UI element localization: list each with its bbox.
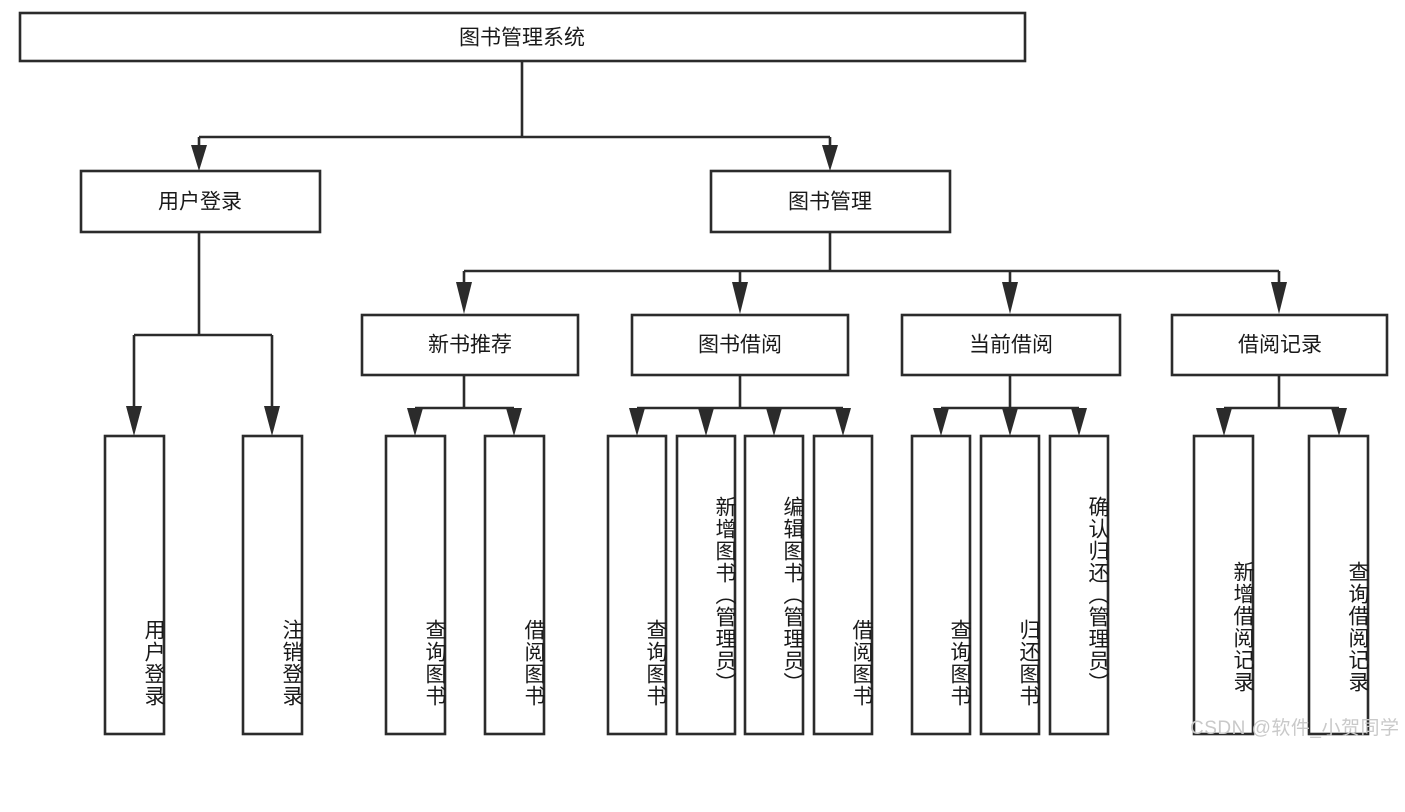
arrow-bm-to-records (1271, 282, 1287, 314)
node-login-box[interactable] (79, 169, 322, 234)
arrow-login-to-leaf2 (264, 406, 280, 436)
node-borrow-label: 图书借阅 (698, 334, 782, 357)
node-leaf-8-box[interactable] (812, 434, 874, 736)
watermark-text: CSDN @软件_小贺同学 (1190, 718, 1400, 739)
arrow-newbook-to-leaf4 (506, 408, 522, 436)
node-login-label: 用户登录 (158, 191, 242, 214)
node-leaf-11-box[interactable] (1048, 434, 1110, 736)
node-root-label: 图书管理系统 (459, 27, 585, 50)
arrow-login-to-leaf1 (126, 406, 142, 436)
node-bookmgmt-label: 图书管理 (788, 191, 872, 214)
node-newbook-box[interactable] (360, 313, 580, 377)
connector-group-bookmgmt (456, 232, 1287, 314)
arrow-bm-to-current (1002, 282, 1018, 314)
arrow-bm-to-borrow (732, 282, 748, 314)
node-leaf-2-box[interactable] (241, 434, 304, 736)
arrow-borrow-to-leaf6 (698, 408, 714, 436)
connector-group-borrow-leaves (629, 375, 851, 436)
node-borrow-box[interactable] (630, 313, 850, 377)
connector-group-records-leaves (1216, 375, 1347, 436)
node-leaf-1-box[interactable] (103, 434, 166, 736)
arrow-current-to-leaf9 (933, 408, 949, 436)
node-bookmgmt-box[interactable] (709, 169, 952, 234)
arrow-current-to-leaf10 (1002, 408, 1018, 436)
node-records-box[interactable] (1170, 313, 1389, 377)
node-newbook-label: 新书推荐 (428, 334, 512, 357)
node-leaf-7-box[interactable] (743, 434, 805, 736)
arrow-borrow-to-leaf5 (629, 408, 645, 436)
node-leaf-4-box[interactable] (483, 434, 546, 736)
connector-group-login-leaves (126, 232, 280, 436)
node-leaf-5-box[interactable] (606, 434, 668, 736)
node-leaf-12-box[interactable] (1192, 434, 1255, 736)
arrow-borrow-to-leaf8 (835, 408, 851, 436)
arrow-root-to-login (191, 145, 207, 171)
node-leaf-10-box[interactable] (979, 434, 1041, 736)
arrow-borrow-to-leaf7 (766, 408, 782, 436)
node-leaf-6-box[interactable] (675, 434, 737, 736)
node-current-box[interactable] (900, 313, 1122, 377)
node-root-box[interactable] (18, 11, 1027, 63)
arrow-records-to-leaf12 (1216, 408, 1232, 436)
diagram-svg: 图书管理系统 用户登录 图书管理 新书推荐 图书借阅 当前借阅 借阅记录 (18, 11, 1389, 736)
connector-group-root (191, 61, 838, 171)
arrow-newbook-to-leaf3 (407, 408, 423, 436)
diagram-canvas: 图书管理系统 用户登录 图书管理 新书推荐 图书借阅 当前借阅 借阅记录 用户登… (18, 11, 1400, 739)
node-current-label: 当前借阅 (969, 334, 1053, 357)
arrow-bm-to-newbook (456, 282, 472, 314)
arrow-current-to-leaf11 (1071, 408, 1087, 436)
connector-group-current-leaves (933, 375, 1087, 436)
node-records-label: 借阅记录 (1238, 334, 1322, 357)
arrow-records-to-leaf13 (1331, 408, 1347, 436)
arrow-root-to-bookmgmt (822, 145, 838, 171)
node-leaf-13-box[interactable] (1307, 434, 1370, 736)
node-leaf-3-box[interactable] (384, 434, 447, 736)
connector-group-newbook-leaves (407, 375, 522, 436)
node-leaf-9-box[interactable] (910, 434, 972, 736)
